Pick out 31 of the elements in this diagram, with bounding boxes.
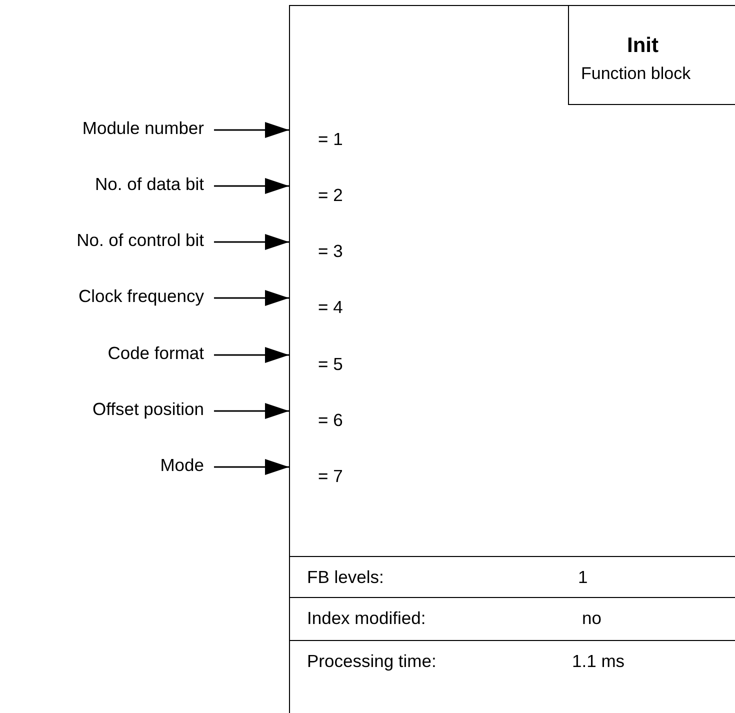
input-value: = 4 (318, 297, 343, 317)
arrow (214, 178, 289, 194)
input-value: = 6 (318, 410, 343, 430)
parameter-value: 1 (578, 567, 588, 588)
parameter-value: no (582, 608, 602, 629)
arrow (214, 403, 289, 419)
arrow (214, 459, 289, 475)
function-block-frame (289, 5, 735, 713)
parameter-name: Processing time: (307, 651, 436, 672)
arrow (214, 234, 289, 250)
input-value: = 3 (318, 241, 343, 261)
input-value: = 5 (318, 354, 343, 374)
input-label: Clock frequency (78, 286, 204, 306)
input-label: No. of control bit (76, 230, 204, 250)
arrow (214, 122, 289, 138)
parameter-name: FB levels: (307, 567, 384, 588)
input-label: Code format (108, 343, 204, 363)
input-label: Offset position (92, 399, 204, 419)
arrow (214, 290, 289, 306)
input-label: Mode (160, 455, 204, 475)
arrow (214, 347, 289, 363)
parameter-value: 1.1 ms (572, 651, 625, 672)
input-value: = 7 (318, 466, 343, 486)
block-type: Function block (581, 62, 692, 84)
title-box (568, 4, 735, 104)
input-value: = 2 (318, 185, 343, 205)
parameter-name: Index modified: (307, 608, 426, 629)
input-label: No. of data bit (95, 174, 204, 194)
input-label: Module number (82, 118, 204, 138)
input-value: = 1 (318, 129, 343, 149)
block-name: Init (627, 34, 660, 58)
